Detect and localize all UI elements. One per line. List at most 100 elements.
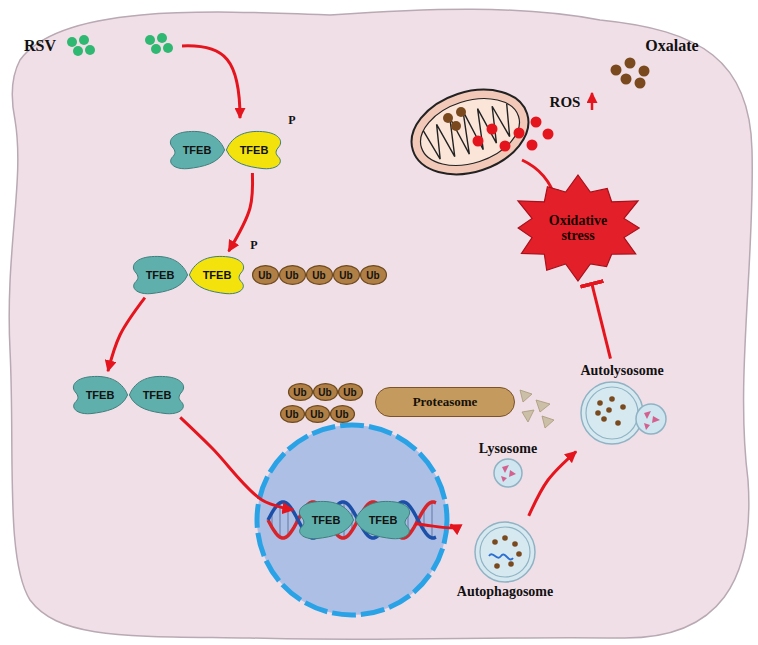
dna-helix-part	[431, 502, 433, 538]
ros-dots	[473, 117, 554, 152]
peptide-fragments-part	[522, 410, 534, 422]
ubiquitin: Ub	[330, 405, 355, 423]
autolysosome-shape-part	[609, 397, 615, 403]
autolysosome-shape-part	[606, 408, 612, 414]
arrow-connector	[415, 524, 455, 529]
autophagosome-shape-part	[512, 541, 518, 547]
autophagosome-shape-part	[502, 535, 508, 541]
rsv-molecules-part	[157, 33, 167, 43]
dna-helix-part	[268, 502, 436, 538]
oxalate-molecules	[611, 58, 650, 89]
ros-dots-part	[543, 129, 554, 140]
state-label: Oxidative stress	[539, 213, 617, 244]
nucleus	[257, 425, 447, 615]
dna-helix-part	[268, 502, 436, 538]
autolysosome-shape-part	[581, 382, 643, 444]
protein-name: Ub	[258, 270, 271, 281]
organelle-name: Autophagosome	[457, 584, 553, 601]
tfeb-shape	[189, 256, 243, 293]
tfeb-protein: TFEB	[224, 129, 284, 171]
oxalate-molecules-part	[639, 66, 650, 77]
rsv-molecules-part	[67, 37, 77, 47]
ubiquitin: Ub	[288, 383, 313, 401]
autophagosome-shape-part	[475, 522, 535, 582]
autolysosome-shape	[576, 379, 668, 447]
autophagosome-shape	[473, 520, 537, 584]
protein-name: Ub	[293, 387, 306, 398]
ubiquitin-shape	[360, 266, 386, 285]
autophagosome-shape-part	[480, 527, 530, 577]
protein-name: TFEB	[203, 269, 232, 281]
oxalate-molecules-part	[621, 74, 632, 85]
cell-body	[9, 9, 752, 639]
ubiquitin-shape	[280, 406, 304, 423]
ubiquitin-shape	[288, 384, 312, 401]
tfeb-protein: TFEB	[70, 374, 130, 416]
inhibition-connector	[592, 284, 611, 359]
tfeb-shape	[226, 131, 280, 168]
rsv-molecules	[67, 33, 173, 56]
protein-name: Ub	[285, 409, 298, 420]
autolysosome: Autolysosome	[572, 361, 672, 450]
autolysosome-shape-part	[586, 387, 638, 439]
rsv-molecules-part	[145, 35, 155, 45]
ubiquitin: Ub	[333, 265, 360, 285]
autolysosome-shape-part	[615, 421, 621, 427]
protein-name: Ub	[335, 409, 348, 420]
ros-label: ROS	[550, 94, 581, 111]
rsv-molecules-part	[163, 43, 173, 53]
oxalate-molecules-part	[635, 78, 646, 89]
organelle-name: Proteasome	[413, 394, 478, 410]
ros-dots-part	[500, 141, 511, 152]
autolysosome-shape-part	[595, 411, 601, 417]
oxalate-in-mitochondrion-part	[443, 113, 453, 123]
peptide-fragments	[520, 390, 554, 428]
organelle-name: Autolysosome	[580, 363, 663, 380]
protein-name: Ub	[310, 409, 323, 420]
autolysosome-shape-part	[601, 417, 607, 423]
tfeb-protein: TFEB	[127, 374, 187, 416]
ubiquitin-shape	[313, 384, 337, 401]
ros-dots-part	[514, 128, 525, 139]
autolysosome-shape-part	[597, 401, 603, 407]
ubiquitin-shape	[333, 266, 359, 285]
ubiquitin-shape	[330, 406, 354, 423]
oxalate-molecules-part	[611, 65, 622, 76]
oxalate-molecules-part	[625, 58, 636, 69]
mitochondrion	[401, 75, 540, 188]
protein-name: TFEB	[146, 269, 175, 281]
ubiquitin: Ub	[280, 405, 305, 423]
ubiquitin: Ub	[252, 265, 279, 285]
compound-label: Oxalate	[645, 37, 698, 55]
ubiquitin: Ub	[279, 265, 306, 285]
autophagosome-shape-part	[494, 563, 500, 569]
arrow-connector	[108, 298, 145, 371]
protein-name: TFEB	[183, 144, 212, 156]
rsv-molecules-part	[73, 46, 83, 56]
ros-dots-part	[531, 117, 542, 128]
oxalate-in-mitochondrion	[443, 107, 466, 131]
lysosome-shape-part	[494, 459, 522, 487]
mitochondrion-part	[401, 75, 540, 188]
autophagosome-shape-part	[492, 539, 498, 545]
lysosome-shape	[492, 457, 524, 489]
rsv-molecules-part	[79, 35, 89, 45]
tfeb-protein: TFEB	[187, 254, 247, 296]
protein-name: TFEB	[240, 144, 269, 156]
protein-name: Ub	[312, 270, 325, 281]
phosphate-mark: P	[250, 238, 257, 253]
ubiquitin-shape	[252, 266, 278, 285]
tfeb-shape	[73, 376, 127, 413]
ubiquitin: Ub	[306, 265, 333, 285]
oxalate-in-mitochondrion-part	[456, 107, 466, 117]
tfeb-protein: TFEB	[130, 254, 190, 296]
oxidative-stress-burst: Oxidative stress	[510, 175, 646, 281]
rsv-molecules-part	[151, 44, 161, 54]
protein-name: Ub	[366, 270, 379, 281]
peptide-fragments-part	[520, 390, 532, 402]
ubiquitin-shape	[306, 266, 332, 285]
